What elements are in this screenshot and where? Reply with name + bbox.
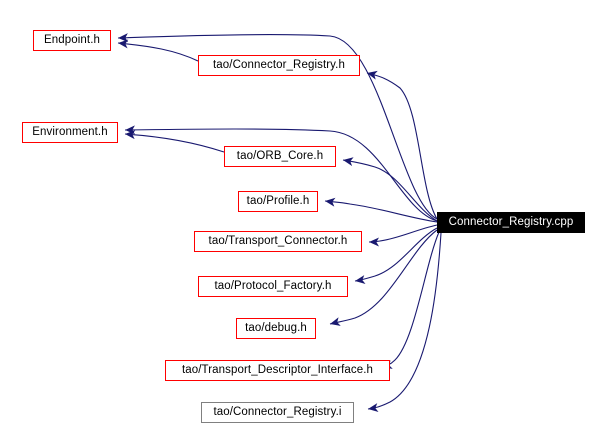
node-label: Environment.h — [32, 125, 108, 138]
graph-edge — [367, 232, 442, 413]
node-label: Endpoint.h — [44, 33, 100, 46]
node-label: tao/ORB_Core.h — [236, 149, 324, 162]
graph-edge — [368, 224, 438, 247]
graph-edge — [342, 157, 438, 222]
node-label: tao/Transport_Connector.h — [208, 234, 348, 247]
node-label: Connector_Registry.cpp — [448, 215, 574, 228]
graph-edge — [324, 197, 438, 223]
node-label: tao/Protocol_Factory.h — [214, 279, 332, 292]
graph-edge — [381, 231, 440, 369]
node-label: tao/Connector_Registry.i — [213, 405, 342, 418]
node-label: tao/Connector_Registry.h — [213, 58, 345, 71]
node-tao-connector-registry-h[interactable]: tao/Connector_Registry.h — [198, 55, 360, 76]
node-label: tao/Transport_Descriptor_Interface.h — [181, 363, 374, 376]
node-label: tao/Profile.h — [246, 194, 310, 207]
node-tao-protocol-factory-h[interactable]: tao/Protocol_Factory.h — [198, 276, 348, 297]
node-tao-debug-h[interactable]: tao/debug.h — [236, 318, 316, 339]
node-tao-connector-registry-i[interactable]: tao/Connector_Registry.i — [201, 402, 354, 423]
node-environment-h[interactable]: Environment.h — [22, 122, 118, 143]
node-tao-orb-core-h[interactable]: tao/ORB_Core.h — [224, 146, 336, 167]
node-tao-transport-descriptor-interface-h[interactable]: tao/Transport_Descriptor_Interface.h — [165, 360, 390, 381]
graph-edge — [124, 130, 225, 153]
node-label: tao/debug.h — [245, 321, 307, 334]
graph-edge — [366, 70, 438, 220]
node-tao-transport-connector-h[interactable]: tao/Transport_Connector.h — [194, 231, 362, 252]
graph-edge — [117, 39, 199, 62]
node-endpoint-h[interactable]: Endpoint.h — [33, 30, 111, 51]
node-tao-profile-h[interactable]: tao/Profile.h — [238, 191, 318, 212]
node-connector-registry-cpp-root[interactable]: Connector_Registry.cpp — [437, 212, 585, 233]
graph-edge — [354, 227, 438, 285]
